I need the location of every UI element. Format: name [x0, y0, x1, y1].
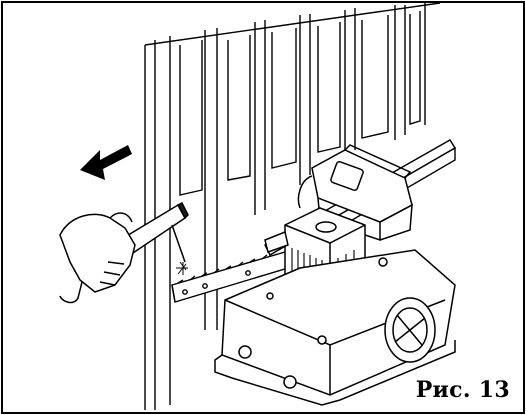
weld-spark	[176, 261, 188, 275]
motor-unit	[214, 144, 456, 406]
arrow-left-icon	[80, 145, 132, 180]
welder-hand	[59, 212, 136, 304]
figure-caption: Рис. 13	[415, 377, 510, 403]
gear-rack	[171, 251, 289, 303]
